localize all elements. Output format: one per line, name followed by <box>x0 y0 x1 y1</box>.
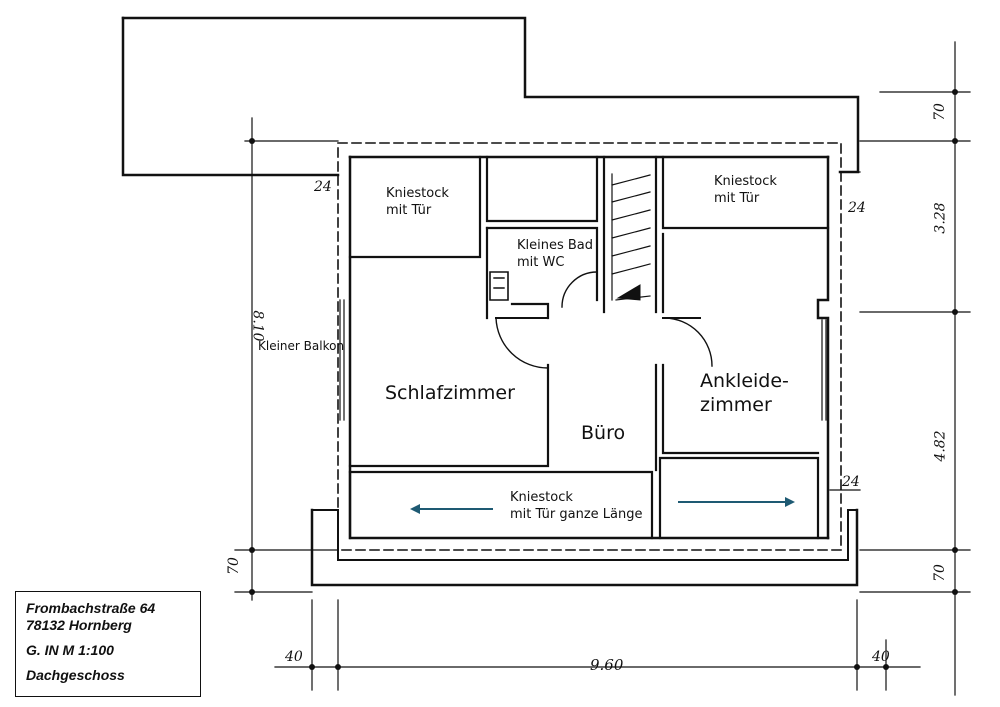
room-label-kniestock-top-left: Kniestock mit Tür <box>386 186 449 218</box>
wall-thickness-24-top-left: 24 <box>314 179 332 195</box>
wall-thickness-24-top-right: 24 <box>848 200 866 216</box>
dimension-right-328: 3.28 <box>932 202 949 234</box>
wall-thickness-24-bottom-right: 24 <box>842 474 860 490</box>
dimension-left-bottom-70: 70 <box>225 557 242 575</box>
dimension-right-482: 4.82 <box>932 430 949 462</box>
floor-name: Dachgeschoss <box>26 667 125 683</box>
arrow-right-icon <box>678 497 795 507</box>
room-label-kniestock-top-right: Kniestock mit Tür <box>714 174 777 206</box>
room-label-kniestock-bottom: Kniestock mit Tür ganze Länge <box>510 490 643 522</box>
room-label-balkon: Kleiner Balkon <box>258 339 345 353</box>
dimension-bottom-960: 9.60 <box>590 656 624 674</box>
room-label-buero: Büro <box>581 422 626 444</box>
dimension-bottom-40-left: 40 <box>285 649 303 665</box>
room-label-bad: Kleines Bad mit WC <box>517 238 594 270</box>
dimension-right-bottom-70: 70 <box>931 564 948 582</box>
dimension-left-810: 8.10 <box>249 310 266 342</box>
dimension-top-right-70: 70 <box>931 103 948 121</box>
dimension-bottom-40-right: 40 <box>872 649 890 665</box>
title-block: Frombachstraße 64 78132 Hornberg G. IN M… <box>15 591 201 697</box>
address-city: 78132 Hornberg <box>26 617 132 633</box>
address-street: Frombachstraße 64 <box>26 600 156 616</box>
scale-note: G. IN M 1:100 <box>26 642 114 658</box>
room-label-schlafzimmer: Schlafzimmer <box>385 382 515 404</box>
arrow-left-icon <box>410 504 493 514</box>
room-label-ankleide: Ankleide- zimmer <box>700 370 789 416</box>
